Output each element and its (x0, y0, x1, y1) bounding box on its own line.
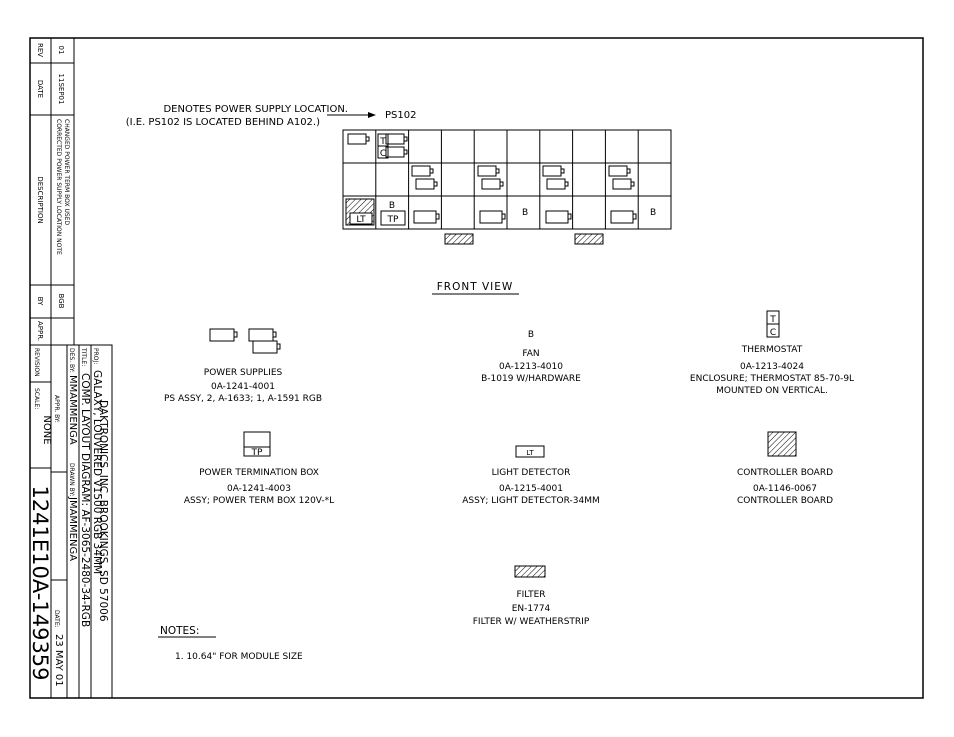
thermostat-note: MOUNTED ON VERTICAL. (716, 386, 828, 396)
power-supply-icon (477, 165, 504, 190)
drawn-by-label: DRAWN BY: (68, 463, 75, 496)
svg-text:TP: TP (387, 215, 399, 225)
power-term-title: POWER TERMINATION BOX (199, 468, 319, 478)
fan-desc: B-1019 W/HARDWARE (481, 374, 581, 384)
revision-label: REVISION (33, 348, 40, 377)
date-label: DATE: (53, 610, 60, 628)
callout-line2: (I.E. PS102 IS LOCATED BEHIND A102.) (126, 117, 320, 128)
power-supply-icon (413, 210, 440, 224)
power-term-part: 0A-1241-4003 (227, 484, 291, 494)
controller-part: 0A-1146-0067 (753, 484, 817, 494)
power-supply-icon (385, 133, 408, 158)
callout-tag: PS102 (385, 110, 416, 121)
light-detector-part: 0A-1215-4001 (499, 484, 563, 494)
scale-value: NONE (41, 415, 52, 444)
filter-desc: FILTER W/ WEATHERSTRIP (473, 617, 590, 627)
note-item-1: 1. 10.64" FOR MODULE SIZE (175, 652, 303, 662)
power-term-desc: ASSY; POWER TERM BOX 120V-*L (184, 496, 334, 506)
appr-header: APPR. (36, 321, 44, 341)
rev-header: REV (36, 43, 44, 57)
light-detector-symbol: LT (515, 445, 545, 458)
rev-value: 01 (57, 46, 65, 55)
svg-text:T: T (379, 137, 386, 147)
date-value: 23 MAY 01 (53, 634, 64, 687)
svg-text:LT: LT (356, 215, 366, 225)
drawn-by-value: JMAMMENGA (67, 496, 78, 561)
description-line1: CORRECTED POWER SUPPLY LOCATION NOTE (55, 119, 62, 255)
description-line2: CHANGED POWER TERM BOX USED (63, 119, 70, 225)
callout-line1: DENOTES POWER SUPPLY LOCATION. (163, 104, 348, 115)
svg-text:B: B (389, 201, 395, 211)
power-supplies-symbol (209, 328, 281, 354)
title-value: COMP. LAYOUT DIAGRAM: AF-3065-2480-34-RG… (79, 373, 91, 627)
scale-label: SCALE: (33, 388, 40, 409)
notes-heading: NOTES: (160, 625, 199, 637)
svg-text:C: C (380, 149, 386, 159)
thermostat-part: 0A-1213-4024 (740, 362, 804, 372)
description-header: DESCRIPTION (36, 176, 44, 223)
svg-text:C: C (770, 328, 776, 338)
drawing-number: 1241E10A-149359 (28, 485, 52, 680)
svg-text:T: T (769, 315, 776, 325)
by-header: BY (36, 297, 44, 306)
title-label: TITLE: (80, 347, 87, 366)
power-supply-icon (545, 210, 572, 224)
fan-symbol: B (522, 208, 528, 218)
appr-by-label: APPR. BY: (53, 395, 60, 423)
fan-symbol: B (650, 208, 656, 218)
light-detector-desc: ASSY; LIGHT DETECTOR-34MM (462, 496, 600, 506)
svg-text:LT: LT (526, 449, 534, 457)
power-supply-icon (411, 165, 438, 190)
front-view-grid (342, 129, 672, 230)
thermostat-title: THERMOSTAT (741, 345, 803, 355)
by-value: BGB (57, 294, 65, 309)
power-supplies-desc: PS ASSY, 2, A-1633; 1, A-1591 RGB (164, 394, 322, 404)
project-value: GALAXY, LOUVERED V1500 RGB 34MM (91, 370, 103, 574)
power-supply-icon (608, 165, 635, 190)
thermostat-symbol: T C (766, 310, 780, 338)
power-supply-icon (610, 210, 637, 224)
controller-board-icon: LT (345, 198, 375, 226)
power-supply-icon (479, 210, 506, 224)
controller-title: CONTROLLER BOARD (737, 468, 833, 478)
power-term-box-symbol: TP (243, 431, 271, 458)
thermostat-desc: ENCLOSURE; THERMOSTAT 85-70-9L (690, 374, 854, 384)
filter-icon (444, 233, 474, 245)
project-label: PROJ: (92, 348, 99, 364)
fan-and-term-box-icon: B TP (380, 201, 406, 226)
power-supply-icon (542, 165, 569, 190)
date-value: 11SEP01 (57, 74, 65, 105)
fan-part: 0A-1213-4010 (499, 362, 563, 372)
controller-board-symbol (767, 431, 797, 457)
filter-title: FILTER (516, 590, 545, 600)
svg-text:TP: TP (251, 448, 263, 458)
title-block: REVISION SCALE: NONE 1241E10A-149359 APP… (28, 344, 113, 699)
thermostat-icon: T C (377, 133, 389, 159)
date-header: DATE (36, 80, 44, 98)
company-name: DAKTRONICS, INC. BROOKINGS, SD 57006 (97, 400, 109, 622)
front-view-label: FRONT VIEW (437, 281, 514, 293)
controller-desc: CONTROLLER BOARD (737, 496, 833, 506)
light-detector-title: LIGHT DETECTOR (492, 468, 571, 478)
power-supply-icon (347, 133, 370, 145)
filter-symbol (514, 565, 546, 578)
power-supplies-title: POWER SUPPLIES (204, 368, 283, 378)
des-by-value: MMAMMENGA (67, 375, 78, 445)
des-by-label: DES. BY: (68, 348, 75, 373)
fan-title: FAN (522, 349, 539, 359)
filter-icon (574, 233, 604, 245)
power-supplies-part: 0A-1241-4001 (211, 382, 275, 392)
fan-legend-symbol: B (528, 330, 534, 340)
filter-part: EN-1774 (512, 604, 551, 614)
revision-block: REV DATE DESCRIPTION BY APPR. 01 11SEP01… (30, 38, 75, 346)
